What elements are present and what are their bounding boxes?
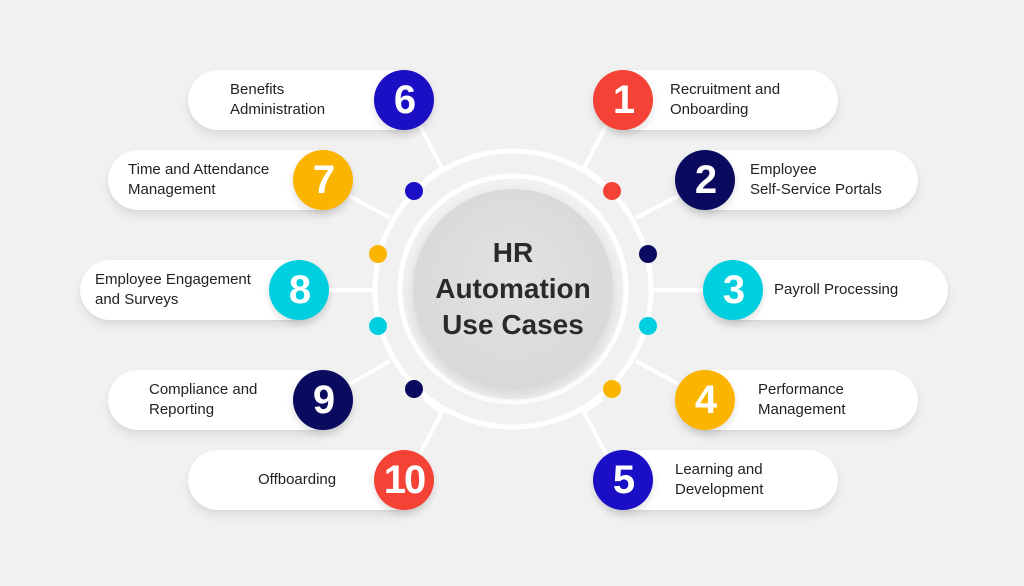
connector-6 [418, 125, 445, 183]
connector-4 [635, 359, 679, 386]
use-case-label-10: Offboarding [258, 471, 337, 488]
ring-dot-mid-lower-right [639, 317, 657, 335]
number-badge-3: 3 [703, 260, 763, 320]
connector-10 [418, 397, 445, 455]
use-case-label-1: Recruitment and Onboarding [670, 81, 781, 118]
use-case-label-3: Payroll Processing [774, 281, 899, 298]
ring-dot-mid-lower-left [369, 317, 387, 335]
use-case-label-7: Time and Attendance Management [128, 161, 270, 198]
use-case-label-2: Employee Self-Service Portals [750, 161, 882, 198]
number-badge-10: 10 [374, 450, 434, 510]
use-case-label-4: Performance Management [758, 381, 846, 418]
diagram-title: HR Automation Use Cases [435, 237, 591, 340]
number-badge-7: 7 [293, 150, 353, 210]
ring-dot-upper-left [405, 182, 423, 200]
use-case-label-5: Learning and Development [675, 461, 764, 498]
number-badge-9: 9 [293, 370, 353, 430]
connector-1 [581, 125, 608, 183]
number-badge-5: 5 [593, 450, 653, 510]
use-case-label-9: Compliance and Reporting [149, 381, 258, 418]
number-badge-1: 1 [593, 70, 653, 130]
ring-dot-upper-right [603, 182, 621, 200]
connector-2 [635, 194, 679, 220]
ring-dot-mid-upper-left [369, 245, 387, 263]
connector-9 [349, 359, 391, 386]
number-badge-4: 4 [675, 370, 735, 430]
ring-dot-mid-upper-right [639, 245, 657, 263]
center-hub: HR Automation Use Cases [413, 189, 613, 389]
connector-7 [349, 194, 391, 220]
number-badge-8: 8 [269, 260, 329, 320]
number-badge-6: 6 [374, 70, 434, 130]
use-case-label-6: Benefits Administration [230, 81, 326, 118]
use-case-label-8: Employee Engagement and Surveys [95, 271, 251, 308]
inner-ring [397, 173, 629, 405]
ring-dot-lower-right [603, 380, 621, 398]
number-badge-2: 2 [675, 150, 735, 210]
connector-5 [581, 397, 608, 455]
ring-dot-lower-left [405, 380, 423, 398]
